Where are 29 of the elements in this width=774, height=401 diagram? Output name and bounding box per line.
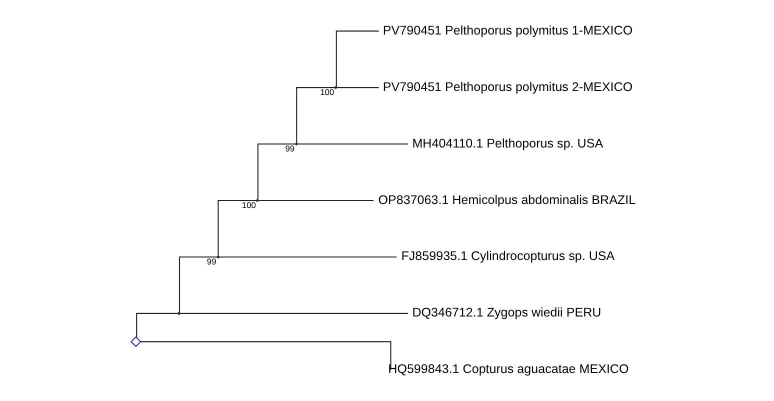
connector bbox=[218, 256, 397, 258]
node-text: PV790451 Pelthoporus polymitus 2-MEXICO bbox=[382, 80, 633, 94]
node-text: DQ346712.1 Zygops wiedii PERU bbox=[412, 306, 602, 320]
node-point bbox=[295, 142, 298, 146]
connector bbox=[180, 312, 408, 314]
connector bbox=[136, 312, 178, 338]
connector bbox=[218, 200, 256, 256]
connector bbox=[140, 341, 392, 370]
node-text: OP837063.1 Hemicolpus abdominalis BRAZIL bbox=[378, 192, 636, 207]
connector bbox=[298, 144, 408, 145]
node-label: 99 bbox=[206, 256, 216, 266]
node-point bbox=[178, 312, 180, 315]
connector bbox=[258, 200, 374, 202]
node-diamond bbox=[130, 336, 142, 348]
node-text: MH404110.1 Pelthoporus sp. USA bbox=[412, 136, 604, 150]
connector bbox=[336, 30, 379, 88]
node-text: HQ599843.1 Copturus aguacatae MEXICO bbox=[388, 362, 629, 376]
node-text: FJ859935.1 Cylindrocopturus sp. USA bbox=[401, 249, 615, 264]
node-label: 100 bbox=[242, 200, 256, 210]
node-label: 99 bbox=[285, 143, 295, 154]
connector bbox=[336, 87, 379, 88]
node-point bbox=[256, 199, 259, 202]
node-point bbox=[334, 86, 337, 89]
node-point bbox=[216, 256, 220, 258]
connector bbox=[178, 256, 218, 313]
node-label: 100 bbox=[320, 86, 334, 97]
connector bbox=[257, 144, 296, 200]
node-text: PV790451 Pelthoporus polymitus 1-MEXICO bbox=[382, 23, 633, 38]
connector bbox=[296, 87, 335, 144]
